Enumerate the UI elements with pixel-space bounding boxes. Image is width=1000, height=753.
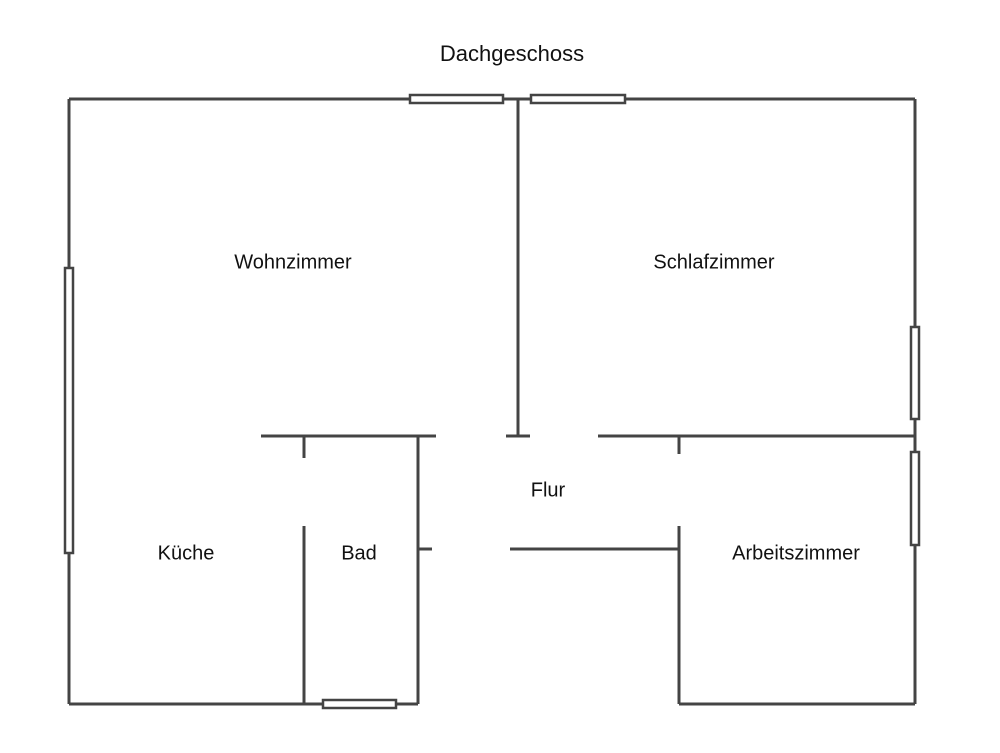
room-label-arbeitszimmer: Arbeitszimmer xyxy=(732,542,860,565)
interior-walls xyxy=(261,99,915,704)
window-top-left xyxy=(408,93,505,105)
window-right-lower xyxy=(909,450,921,547)
outer-walls xyxy=(67,97,917,706)
window-right-upper xyxy=(909,325,921,421)
window-left xyxy=(63,266,75,555)
window-top-right xyxy=(529,93,627,105)
room-label-wohnzimmer: Wohnzimmer xyxy=(234,251,352,274)
room-label-flur: Flur xyxy=(530,479,566,502)
windows xyxy=(63,93,921,710)
floor-title: Dachgeschoss xyxy=(439,41,585,66)
room-label-kueche: Küche xyxy=(157,542,215,565)
window-bottom xyxy=(321,698,398,710)
room-label-bad: Bad xyxy=(341,542,377,565)
room-label-schlafzimmer: Schlafzimmer xyxy=(653,251,775,274)
